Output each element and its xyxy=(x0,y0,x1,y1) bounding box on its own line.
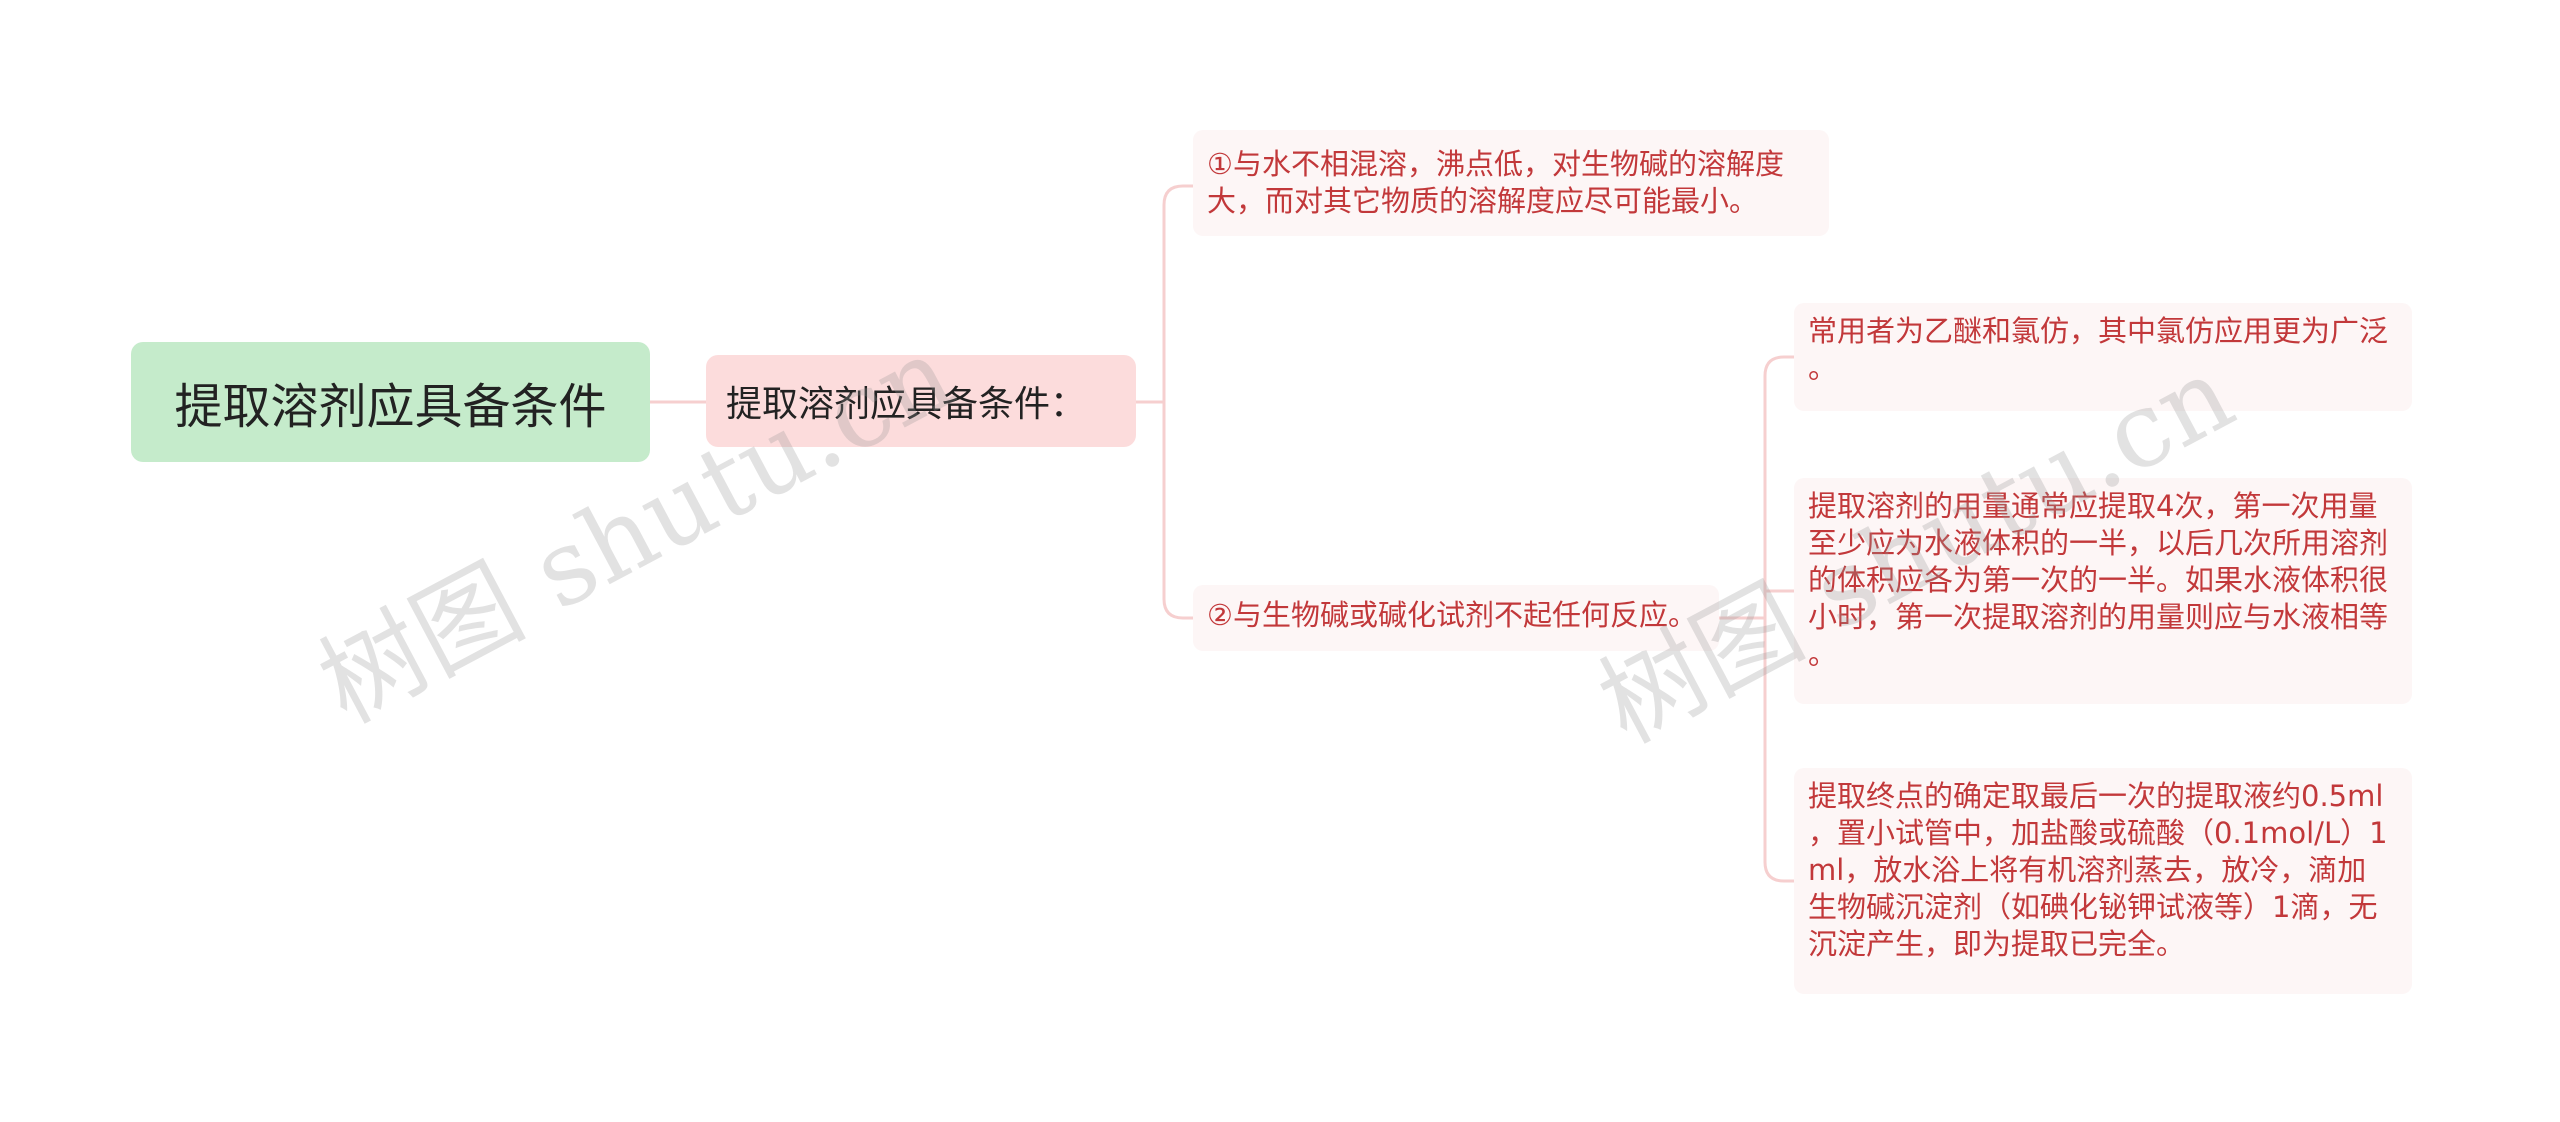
leaf-node-solvent-amount[interactable]: 提取溶剂的用量通常应提取4次，第一次用量 至少应为水液体积的一半，以后几次所用溶… xyxy=(1794,478,2412,704)
connector-children xyxy=(1763,355,1796,883)
leaf-node-condition-2[interactable]: ②与生物碱或碱化试剂不起任何反应。 xyxy=(1193,585,1719,651)
connector-item1 xyxy=(1162,184,1195,620)
leaf-node-condition-1[interactable]: ①与水不相混溶，沸点低，对生物碱的溶解度 大，而对其它物质的溶解度应尽可能最小。 xyxy=(1193,130,1829,236)
leaf-node-extraction-endpoint[interactable]: 提取终点的确定取最后一次的提取液约0.5ml ，置小试管中，加盐酸或硫酸（0.1… xyxy=(1794,768,2412,994)
root-node[interactable]: 提取溶剂应具备条件 xyxy=(131,342,650,462)
branch-node[interactable]: 提取溶剂应具备条件： xyxy=(706,355,1136,447)
root-label: 提取溶剂应具备条件 xyxy=(174,379,607,435)
leaf-node-common-solvents[interactable]: 常用者为乙醚和氯仿，其中氯仿应用更为广泛 。 xyxy=(1794,303,2412,411)
branch-label: 提取溶剂应具备条件： xyxy=(726,384,1087,425)
